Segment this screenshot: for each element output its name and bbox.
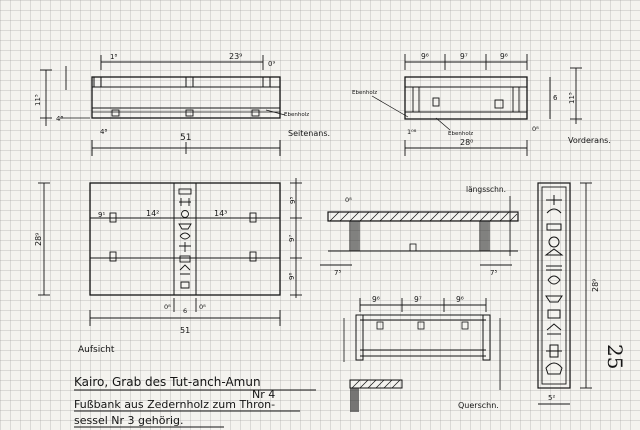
front-dim-top-a: 9⁶ [421,52,429,61]
side-elevation-title: Seitenans. [288,129,330,138]
plan-dim-bottom-b: 6 [183,307,187,315]
side-dim-length: 51 [180,133,191,143]
side-dim-small-b: 0⁹ [268,60,275,68]
side-dim-foot-b: 4⁸ [56,115,63,123]
strip-inner [541,186,567,385]
long-top-board [327,211,519,222]
side-tenon-mid [185,76,194,88]
front-ebony-leader-b [435,117,451,131]
caption-number: Nr 4 [252,388,275,401]
front-elevation-body [404,76,528,120]
cross-leg-left [355,314,364,361]
strip-dim-width: 5² [548,394,555,402]
side-peg-b [185,109,194,117]
side-ebony-label: Ebenholz [284,112,309,118]
side-peg-c [251,109,260,117]
caption-line-1: Kairo, Grab des Tut-anch-Amun [74,375,261,389]
front-leg-right [512,86,520,113]
cross-section: 9⁶ 9⁷ 9⁶ Querschn. [343,295,501,412]
front-leg-left [412,86,420,113]
long-leg-left-fill [351,221,358,251]
plan-dim-right-a: 9⁵ [289,197,297,204]
plan-view: 9¹ 14² 14³ 28⁹ 9⁵ 9⁷ 9⁶ 51 0⁸ 6 0⁸ Aufsi… [34,178,302,355]
long-section-title: längsschn. [466,185,506,194]
plan-view-title: Aufsicht [78,345,115,355]
cross-peg-c [461,321,469,330]
cross-dim-b: 9⁷ [414,295,422,304]
front-ebony-leader-a [371,95,409,118]
plan-dim-length: 51 [180,326,190,335]
plan-dim-bottom-c: 0⁸ [199,303,206,311]
long-dim-b: 7⁵ [490,269,497,277]
caption-line-3: sessel Nr 3 gehörig. [74,414,184,427]
cross-leg-right [482,314,491,361]
side-dim-inner: 23⁹ [229,52,242,61]
cross-base-block [349,379,403,389]
front-dim-foot-a: 1⁰⁸ [407,128,417,136]
strip-hieroglyphs [544,195,564,375]
long-leg-right-fill [481,221,488,251]
cross-section-title: Querschn. [458,401,499,410]
long-top-hatching [329,211,518,222]
front-dim-inner-h: 6 [553,94,558,102]
plan-foot-b [249,212,257,223]
strip-dim-height: 28⁹ [591,279,600,292]
plan-foot-d [249,251,257,262]
cross-peg-a [376,321,384,330]
side-ebony-leader [265,109,286,116]
caption-block: Kairo, Grab des Tut-anch-Amun Nr 4 Fußba… [74,375,316,428]
caption-line-2: Fußbank aus Zedernholz zum Thron- [74,398,275,411]
long-dim-top: 0⁸ [345,196,352,204]
front-dim-width: 28⁰ [460,138,473,147]
front-peg-b [432,97,440,107]
side-tenon-right [262,76,271,88]
plan-foot-a [109,212,117,223]
front-dim-height: 11⁵ [568,92,576,104]
side-elevation: 51 23⁹ 1⁸ 0⁹ 11⁵ 4⁸ 4⁸ Ebenholz Seitenan… [34,52,330,156]
plan-dim-mid-a: 14² [146,209,159,218]
front-ebony-label-b: Ebenholz [448,131,473,137]
inscription-strip: 28⁹ 5² [537,182,600,405]
cross-dim-a: 9⁶ [372,295,380,304]
plan-dim-right-b: 9⁷ [288,235,296,242]
side-tenon-left [93,76,102,88]
long-dim-a: 7⁵ [334,269,341,277]
cross-base-hatching [351,379,401,389]
side-dim-height: 11⁵ [34,94,42,106]
cross-peg-b [417,321,425,330]
plan-inscription-band [173,182,197,296]
front-ebony-label-a: Ebenholz [352,90,377,96]
plan-dim-left: 9¹ [98,211,105,219]
front-dim-top-b: 9⁷ [460,52,468,61]
plan-foot-c [109,251,117,262]
plan-dim-bottom-a: 0⁸ [164,303,171,311]
long-peg [409,243,417,252]
cross-dim-c: 9⁶ [456,295,464,304]
plan-dim-mid-b: 14³ [214,209,227,218]
strip-outline [537,182,571,389]
front-dim-foot-b: 0⁸ [532,125,539,133]
plan-dim-right-c: 9⁶ [288,273,296,280]
side-dim-foot-a: 4⁸ [100,128,107,136]
front-peg [494,99,504,109]
front-elevation-title: Vorderans. [568,136,611,145]
plan-dim-width: 28⁹ [34,233,43,246]
page-number: 25 [603,344,627,369]
front-dim-top-c: 9⁶ [500,52,508,61]
cross-base-leg [350,388,359,412]
longitudinal-section: 7⁵ 7⁵ 0⁸ längsschn. [320,185,519,277]
side-peg-a [111,109,120,117]
front-elevation: 9⁶ 9⁷ 9⁶ 28⁰ 1⁰⁸ 0⁸ 6 11⁵ Ebenholz Ebenh… [352,52,611,156]
plan-hieroglyphs [178,188,192,289]
side-dim-small-a: 1⁸ [110,53,117,61]
